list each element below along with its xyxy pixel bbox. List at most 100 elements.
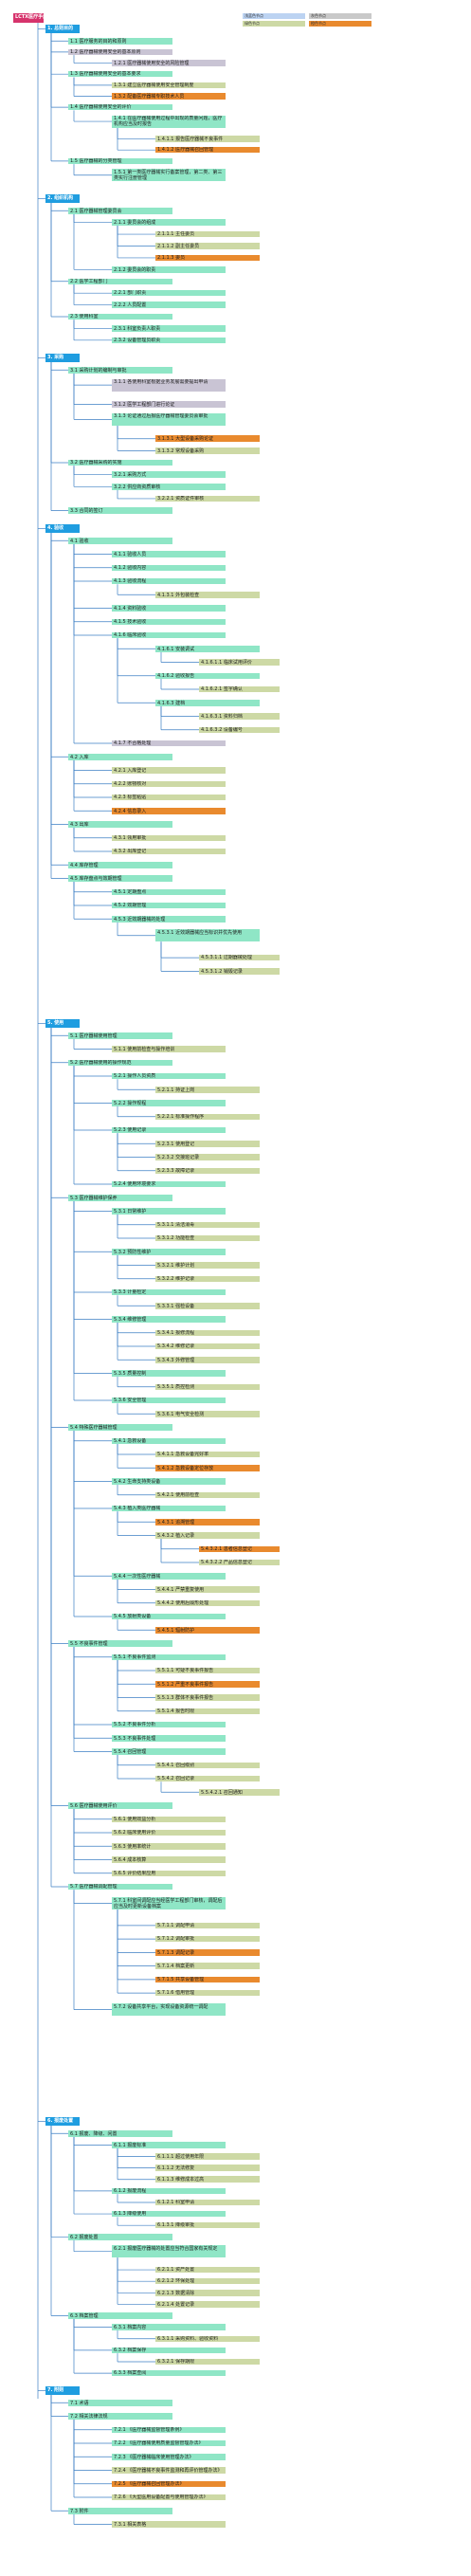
section-4-node[interactable]: 4.2 入库 xyxy=(68,754,172,760)
section-5-node[interactable]: 5.3.2 预防性维护 xyxy=(112,1249,226,1255)
section-4-node[interactable]: 4.5.1 定期盘点 xyxy=(112,888,226,895)
section-7-node[interactable]: 7.2.4 《医疗器械不良事件监测和再评价管理办法》 xyxy=(112,2467,226,2474)
section-6-node[interactable]: 6.1.2 报废流程 xyxy=(112,2187,226,2195)
section-5-node[interactable]: 5.3.4.3 外修管理 xyxy=(155,1357,260,1363)
section-6-node[interactable]: 6.2 报废处置 xyxy=(68,2234,172,2240)
section-3-node[interactable]: 3.2.1 采购方式 xyxy=(112,471,226,478)
section-3-node[interactable]: 3.3 合同的签订 xyxy=(68,507,172,514)
section-4-node[interactable]: 4.1.6.3 建档 xyxy=(155,700,260,706)
section-5-node[interactable]: 5.6 医疗器械使用评价 xyxy=(68,1802,172,1809)
section-5-node[interactable]: 5.2 医疗器械使用的操作规范 xyxy=(68,1059,172,1066)
section-2-node[interactable]: 2.1.1.3 委员 xyxy=(155,254,260,262)
section-5-node[interactable]: 5.2.3.2 交接班记录 xyxy=(155,1154,260,1160)
map-root-title[interactable]: LCTX医疗手册 xyxy=(13,13,44,23)
section-3-node[interactable]: 3.1.2 医学工程部门进行论证 xyxy=(112,401,226,408)
section-4-node[interactable]: 4.5.3.1.1 过期器械处理 xyxy=(199,954,280,961)
section-4-node[interactable]: 4.4 库存管理 xyxy=(68,862,172,868)
section-2-header[interactable]: 2. 组织机构 xyxy=(45,194,80,203)
section-3-header[interactable]: 3. 采购 xyxy=(45,354,80,362)
section-4-node[interactable]: 4.2.1 入库登记 xyxy=(112,767,226,774)
section-3-node[interactable]: 3.1.1 各使用科室根据业务发展需要提出申请 xyxy=(112,378,226,392)
section-6-node[interactable]: 6.1.1.2 无法修复 xyxy=(155,2165,260,2171)
section-5-node[interactable]: 5.5.1.1 可疑不良事件报告 xyxy=(155,1667,260,1674)
section-4-node[interactable]: 4.1.4 资料验收 xyxy=(112,605,226,612)
section-5-node[interactable]: 5.3.1.1 清洁消毒 xyxy=(155,1221,260,1228)
section-6-node[interactable]: 6.3.2.1 保存期限 xyxy=(155,2358,260,2366)
section-5-node[interactable]: 5.3.3.1 强检设备 xyxy=(155,1303,260,1309)
section-5-node[interactable]: 5.3 医疗器械维护保养 xyxy=(68,1195,172,1201)
section-5-node[interactable]: 5.3.2.1 维护计划 xyxy=(155,1262,260,1269)
section-4-node[interactable]: 4.3 出库 xyxy=(68,821,172,828)
section-5-node[interactable]: 5.4.2 生命支持类设备 xyxy=(112,1478,226,1485)
section-4-node[interactable]: 4.1.3 验收流程 xyxy=(112,577,226,585)
section-6-node[interactable]: 6.1.1.3 维修成本过高 xyxy=(155,2176,260,2183)
section-5-node[interactable]: 5.7.1.2 调配审批 xyxy=(155,1935,260,1943)
section-2-node[interactable]: 2.3 使用科室 xyxy=(68,313,172,320)
section-4-node[interactable]: 4.1.7 不合格处理 xyxy=(112,740,226,747)
section-5-node[interactable]: 5.3.1.2 功能检查 xyxy=(155,1234,260,1242)
section-2-node[interactable]: 2.1.1.2 副主任委员 xyxy=(155,243,260,249)
section-2-node[interactable]: 2.1.2 委员会的职责 xyxy=(112,266,226,273)
section-5-node[interactable]: 5.4.4 一次性医疗器械 xyxy=(112,1573,226,1580)
section-4-node[interactable]: 4.1.3.1 外包装检查 xyxy=(155,592,260,598)
section-4-node[interactable]: 4.1.1 验收人员 xyxy=(112,551,226,557)
section-3-node[interactable]: 3.1.3.1 大型设备采购论证 xyxy=(155,435,260,442)
section-5-node[interactable]: 5.4.3.1 追溯管理 xyxy=(155,1519,260,1526)
section-1-node[interactable]: 1.4.1.1 报告医疗器械不良事件 xyxy=(155,136,260,142)
section-5-node[interactable]: 5.4.3.2 植入记录 xyxy=(155,1532,260,1539)
section-5-node[interactable]: 5.4.3.2.1 患者信息登记 xyxy=(199,1545,280,1552)
section-1-node[interactable]: 1.3 医疗器械使用安全的基本要求 xyxy=(68,70,172,78)
section-5-node[interactable]: 5.3.1 日常维护 xyxy=(112,1208,226,1215)
section-5-node[interactable]: 5.4.2.1 使用前检查 xyxy=(155,1491,260,1498)
section-3-node[interactable]: 3.2.2.1 资质证件审核 xyxy=(155,495,260,502)
section-4-header[interactable]: 4. 验收 xyxy=(45,524,80,533)
section-4-node[interactable]: 4.3.2 出库登记 xyxy=(112,848,226,855)
section-5-node[interactable]: 5.2.3.1 使用登记 xyxy=(155,1141,260,1147)
section-1-header[interactable]: 1. 总则目的 xyxy=(45,25,80,33)
section-4-node[interactable]: 4.1.6.3.1 资料归档 xyxy=(199,713,280,720)
section-5-node[interactable]: 5.5.3 不良事件处理 xyxy=(112,1735,226,1742)
section-5-node[interactable]: 5.6.5 评价结果应用 xyxy=(112,1870,226,1876)
section-4-node[interactable]: 4.1 验收 xyxy=(68,538,172,544)
section-5-node[interactable]: 5.7.1.1 调配申请 xyxy=(155,1922,260,1929)
section-1-node[interactable]: 1.3.2 配备医疗器械专职技术人员 xyxy=(112,93,226,100)
section-5-node[interactable]: 5.4.3.2.2 产品信息登记 xyxy=(199,1559,280,1566)
section-1-node[interactable]: 1.4.1 在医疗器械使用过程中出现的质量问题，医疗机构应当及时报告 xyxy=(112,115,226,128)
section-5-node[interactable]: 5.2.2 操作规程 xyxy=(112,1100,226,1106)
section-5-node[interactable]: 5.5.1.2 严重不良事件报告 xyxy=(155,1681,260,1688)
section-5-node[interactable]: 5.4 特殊医疗器械管理 xyxy=(68,1424,172,1431)
section-5-node[interactable]: 5.4.1 急救设备 xyxy=(112,1437,226,1444)
section-4-node[interactable]: 4.5.2 效期管理 xyxy=(112,902,226,909)
section-7-node[interactable]: 7.2.6 《大型医用设备配置与使用管理办法》 xyxy=(112,2494,226,2501)
section-5-node[interactable]: 5.2.2.1 标准操作程序 xyxy=(155,1113,260,1120)
section-6-header[interactable]: 6. 报废处置 xyxy=(45,2117,80,2126)
section-1-node[interactable]: 1.1 医疗服务的目的和原则 xyxy=(68,38,172,45)
section-5-node[interactable]: 5.3.2.2 维护记录 xyxy=(155,1275,260,1282)
section-1-node[interactable]: 1.5.1 第一类医疗器械实行备案管理，第二类、第三类实行注册管理 xyxy=(112,169,226,182)
section-4-node[interactable]: 4.5.3.1.2 销毁记录 xyxy=(199,968,280,975)
section-5-header[interactable]: 5. 使用 xyxy=(45,1019,80,1028)
section-5-node[interactable]: 5.5 不良事件管理 xyxy=(68,1640,172,1647)
section-7-node[interactable]: 7.3.1 相关表格 xyxy=(112,2521,226,2528)
section-4-node[interactable]: 4.2.2 账物核对 xyxy=(112,780,226,787)
section-4-node[interactable]: 4.5.3 近效期器械的处理 xyxy=(112,916,226,923)
section-2-node[interactable]: 2.1.1 委员会的组成 xyxy=(112,219,226,226)
section-5-node[interactable]: 5.2.4 使用环境要求 xyxy=(112,1180,226,1188)
section-5-node[interactable]: 5.5.1.4 报告时限 xyxy=(155,1708,260,1714)
section-5-node[interactable]: 5.5.4.1 召回级别 xyxy=(155,1762,260,1768)
section-3-node[interactable]: 3.1 采购计划的编制与审批 xyxy=(68,367,172,374)
section-4-node[interactable]: 4.1.6.2 验收报告 xyxy=(155,672,260,679)
section-7-node[interactable]: 7.3 附件 xyxy=(68,2508,172,2514)
section-5-node[interactable]: 5.4.5 放射类设备 xyxy=(112,1613,226,1620)
section-6-node[interactable]: 6.1.1.1 超过使用年限 xyxy=(155,2153,260,2160)
section-5-node[interactable]: 5.6.1 使用效益分析 xyxy=(112,1816,226,1822)
section-6-node[interactable]: 6.3.3 档案查阅 xyxy=(112,2369,226,2377)
section-5-node[interactable]: 5.6.3 使用率统计 xyxy=(112,1843,226,1850)
section-5-node[interactable]: 5.5.2 不良事件分析 xyxy=(112,1721,226,1728)
section-5-node[interactable]: 5.3.5.1 质控检测 xyxy=(155,1383,260,1390)
section-5-node[interactable]: 5.5.1.3 群体不良事件报告 xyxy=(155,1694,260,1701)
section-1-node[interactable]: 1.2 医疗器械使用安全的基本原则 xyxy=(68,48,172,56)
section-4-node[interactable]: 4.1.6.2.1 签字确认 xyxy=(199,685,280,693)
section-5-node[interactable]: 5.3.5 质量控制 xyxy=(112,1370,226,1377)
section-5-node[interactable]: 5.2.3 使用记录 xyxy=(112,1126,226,1134)
